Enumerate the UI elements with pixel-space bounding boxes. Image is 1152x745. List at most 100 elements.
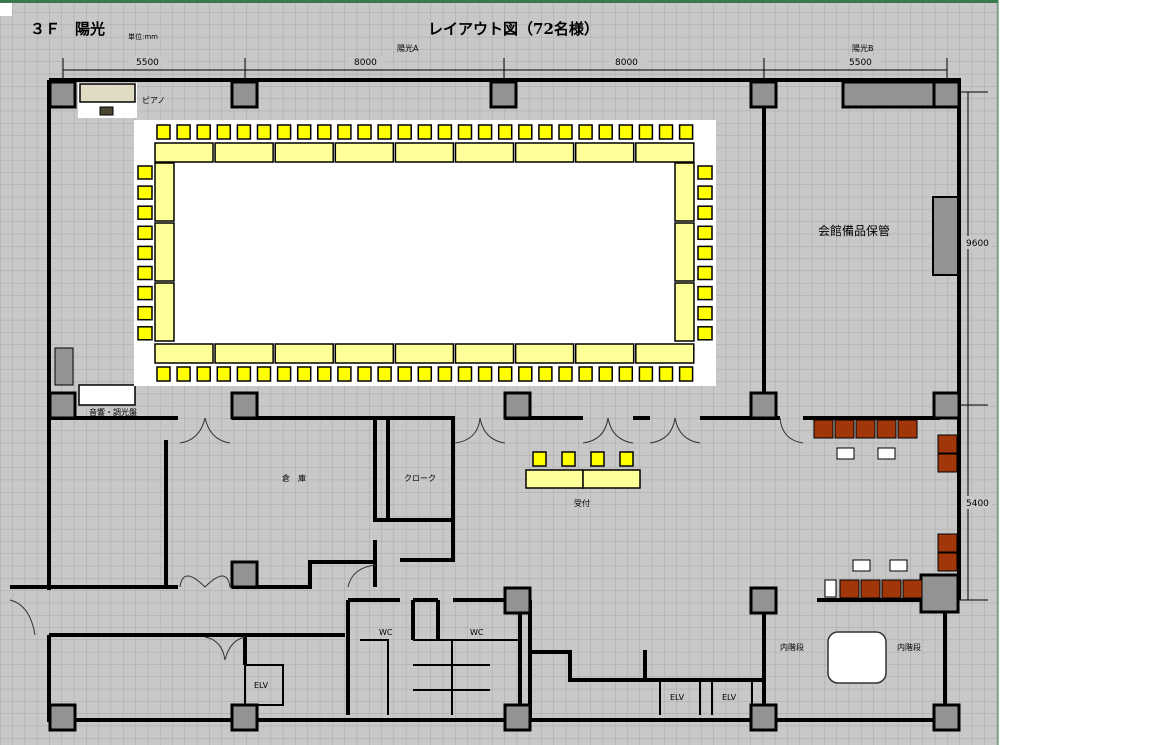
doors	[9, 417, 804, 661]
page-title: レイアウト図（72名様）	[428, 20, 599, 38]
chair-left	[137, 225, 153, 241]
chair-top	[618, 124, 634, 140]
reception-table	[525, 469, 584, 489]
lounge-chair	[937, 453, 958, 473]
chair-top	[176, 124, 191, 140]
chair-top	[317, 124, 332, 140]
wc-label-2: WC	[470, 628, 484, 637]
chair-right	[697, 245, 713, 261]
chair-bottom	[578, 366, 593, 382]
cabinet	[54, 347, 74, 386]
chair-top	[558, 124, 573, 140]
chair-right	[697, 305, 713, 321]
chair-top	[216, 124, 232, 140]
storage-label: 会館備品保管	[818, 223, 890, 238]
chair-top	[337, 124, 352, 140]
column	[503, 586, 532, 615]
chair-top	[678, 124, 694, 140]
column	[230, 391, 259, 420]
column	[230, 703, 259, 732]
lounge-table	[877, 447, 896, 460]
table-bottom	[574, 343, 635, 364]
table-bottom	[454, 343, 515, 364]
chair-bottom	[296, 366, 312, 382]
chair-top	[397, 124, 412, 140]
unit-label: 単位:mm	[128, 32, 158, 41]
dimension-horizontal	[62, 58, 948, 80]
dim-v-1: 9600	[966, 239, 989, 249]
chair-top	[357, 124, 372, 140]
chair-top	[417, 124, 433, 140]
table-top	[454, 142, 515, 163]
chair-right	[697, 225, 713, 241]
room-a-label: 陽光A	[397, 43, 419, 53]
dimension-vertical	[958, 91, 988, 601]
chair-bottom	[518, 366, 533, 382]
columns	[48, 80, 961, 732]
walls	[10, 78, 961, 722]
chair-bottom	[196, 366, 211, 382]
lounge-chair	[937, 434, 958, 454]
chair-top	[236, 124, 252, 140]
column	[230, 80, 259, 109]
chair-right	[697, 285, 713, 301]
lounge-chair	[881, 579, 902, 599]
reception-chair	[590, 451, 605, 467]
chair-bottom	[638, 366, 654, 382]
sound-panel-label: 音響・調光盤	[89, 407, 137, 417]
column	[503, 703, 532, 732]
floor-name: ３Ｆ 陽光	[30, 20, 105, 38]
table-left	[154, 282, 175, 342]
chair-bottom	[437, 366, 453, 382]
wc-label-1: WC	[379, 628, 393, 637]
column	[749, 586, 778, 615]
chair-left	[137, 326, 153, 341]
chair-bottom	[538, 366, 553, 382]
table-bottom	[274, 343, 334, 364]
table-bottom	[635, 343, 695, 364]
chair-right	[697, 165, 713, 180]
reception-label: 受付	[574, 498, 590, 508]
piano-label: ピアノ	[142, 96, 165, 105]
chair-bottom	[357, 366, 372, 382]
chair-left	[137, 285, 153, 301]
table-left	[154, 222, 175, 282]
column	[749, 703, 778, 732]
chair-bottom	[337, 366, 352, 382]
chair-top	[377, 124, 392, 140]
table-bottom	[394, 343, 455, 364]
lounge-chair	[937, 552, 958, 572]
warehouse-label: 倉 庫	[282, 473, 306, 483]
chair-right	[697, 205, 713, 220]
column	[48, 80, 77, 109]
chair-top	[256, 124, 272, 140]
column	[932, 703, 961, 732]
seating-layout	[137, 124, 713, 382]
table-top	[154, 142, 214, 163]
lounge-table	[852, 559, 871, 572]
table-right	[674, 282, 695, 342]
reception-chair	[619, 451, 634, 467]
dim-3: 8000	[615, 58, 638, 68]
chair-bottom	[658, 366, 674, 382]
chair-top	[538, 124, 553, 140]
dim-v-2: 5400	[966, 499, 989, 509]
chair-bottom	[598, 366, 613, 382]
chair-bottom	[176, 366, 191, 382]
dim-2: 8000	[354, 58, 377, 68]
chair-top	[638, 124, 654, 140]
elv-label-2: ELV	[670, 693, 685, 702]
reception-table	[582, 469, 641, 489]
lounge-table	[889, 559, 908, 572]
table-right	[674, 162, 695, 222]
chair-left	[137, 265, 153, 281]
table-bottom	[334, 343, 395, 364]
chair-top	[196, 124, 211, 140]
lounge-chair	[897, 419, 918, 439]
chair-bottom	[236, 366, 252, 382]
piano	[79, 83, 136, 103]
cloak-label: クローク	[404, 474, 436, 483]
lounge-chair	[813, 419, 834, 439]
lounge-table	[836, 447, 855, 460]
chair-right	[697, 265, 713, 281]
